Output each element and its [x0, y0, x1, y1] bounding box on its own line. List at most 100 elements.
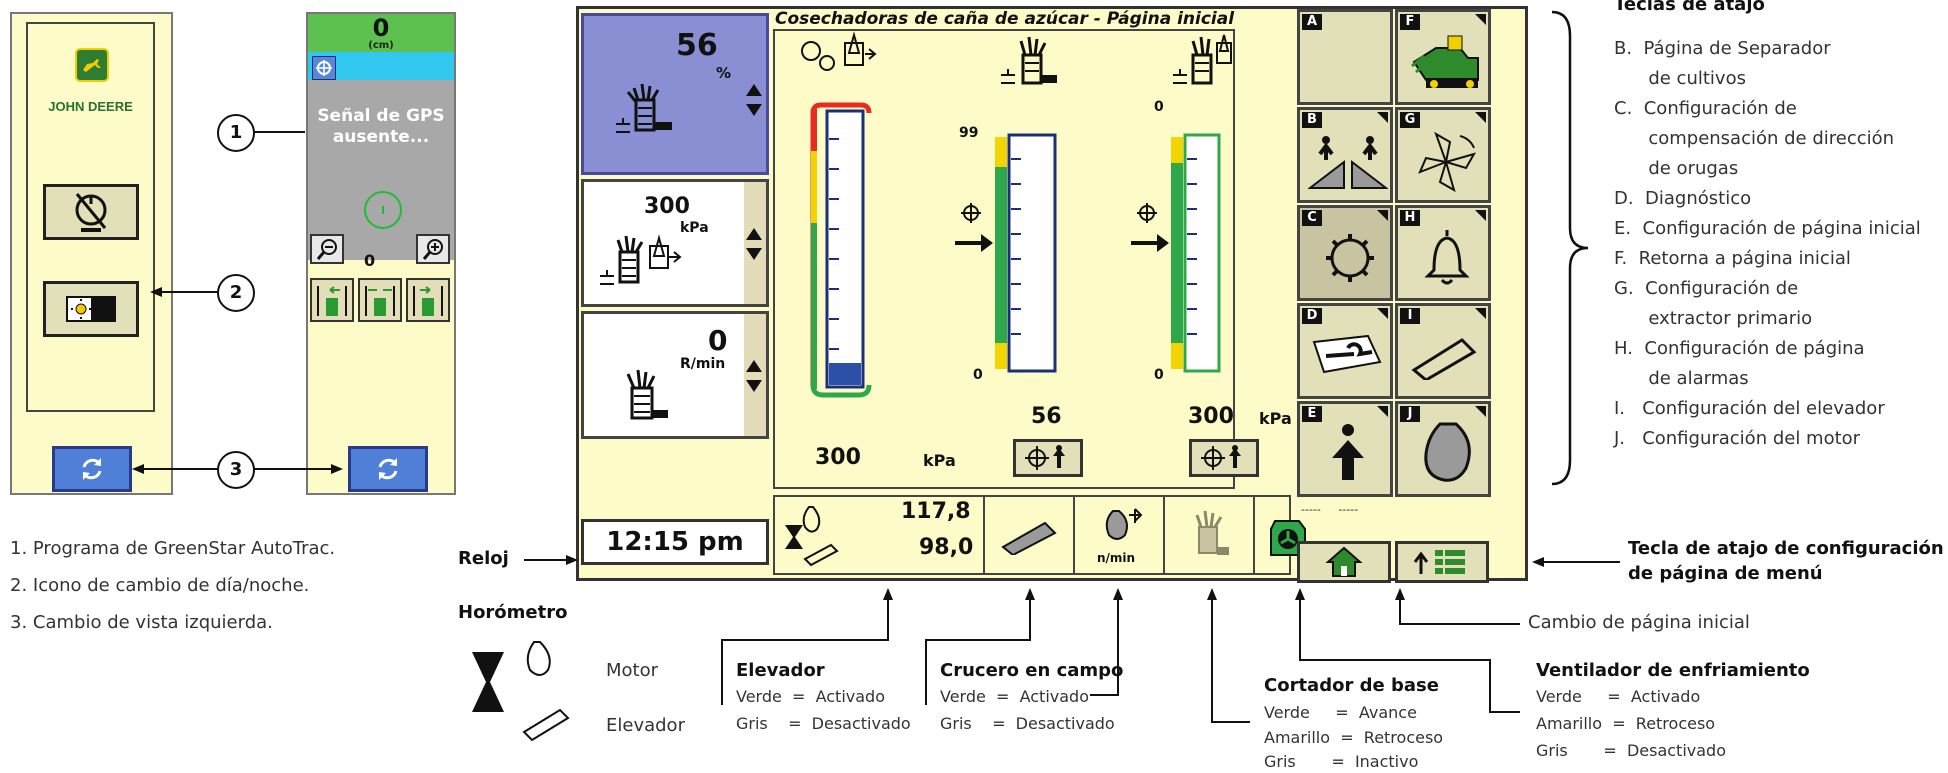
- engine-speed-icon: [1105, 508, 1143, 540]
- home-button[interactable]: [1297, 541, 1391, 583]
- zoom-out-icon: [316, 239, 337, 260]
- refresh-icon: [378, 458, 398, 480]
- gps-message-line1: Señal de GPS: [317, 106, 445, 126]
- callout-3: 3: [217, 451, 255, 489]
- cut-height-adjust[interactable]: [744, 80, 764, 120]
- roller-speed-box[interactable]: 0 R/min: [581, 311, 769, 439]
- motor-label: Motor: [606, 660, 659, 681]
- shortcut-item: de cultivos: [1614, 68, 1746, 89]
- roller-speed-unit: R/min: [680, 356, 726, 372]
- shortcut-item: F. Retorna a página inicial: [1614, 248, 1851, 269]
- scroll-strip: [744, 182, 766, 304]
- softkey-g[interactable]: G: [1395, 107, 1491, 203]
- roller-speed-value: 0: [708, 324, 728, 357]
- left-callout-lines: [132, 131, 343, 474]
- crop-divider-icon: [1308, 136, 1388, 189]
- zoom-in-button[interactable]: [416, 234, 450, 264]
- main-screen: Cosechadoras de caña de azúcar - Página …: [576, 6, 1528, 583]
- target-set-icon: [1025, 445, 1065, 470]
- softkey-i[interactable]: I: [1395, 303, 1491, 399]
- shortcut-item: compensación de dirección: [1614, 128, 1895, 149]
- engine-config-icon: [1424, 422, 1471, 482]
- base-cutter-status[interactable]: [1165, 495, 1255, 575]
- clock-label: Reloj: [458, 548, 509, 569]
- fan-callout-line3: Gris = Desactivado: [1536, 741, 1726, 760]
- elevator-callout-title: Elevador: [736, 660, 825, 681]
- autotrac-button[interactable]: [43, 184, 139, 240]
- softkey-h[interactable]: H: [1395, 205, 1491, 301]
- field-cruise-status[interactable]: n/min: [1075, 495, 1165, 575]
- elevator-config-icon: [1411, 338, 1477, 380]
- offset-value: 0: [372, 14, 390, 42]
- day-night-button[interactable]: [43, 281, 139, 337]
- status-dashes: ----- -----: [1301, 503, 1359, 516]
- deer-icon: [83, 59, 101, 72]
- clock[interactable]: 12:15 pm: [581, 519, 769, 565]
- menu-grid-icon: [1413, 550, 1465, 574]
- shortcut-item: G. Configuración de: [1614, 278, 1799, 299]
- day-night-icon: [66, 296, 116, 322]
- gps-panel: 0 (cm) Señal de GPS ausente... 0: [306, 12, 456, 495]
- home-change-label: Cambio de página inicial: [1528, 612, 1750, 633]
- cut-height-value: 56: [676, 28, 718, 63]
- shortcut-item: B. Página de Separador: [1614, 38, 1831, 59]
- softkey-j[interactable]: J: [1395, 401, 1491, 497]
- callout-2: 2: [217, 274, 255, 312]
- legend-item-1: 1. Programa de GreenStar AutoTrac.: [10, 538, 336, 559]
- john-deere-logo: [75, 48, 109, 82]
- shortcut-item: H. Configuración de página: [1614, 338, 1865, 359]
- gauge1-gears-icon: [801, 31, 877, 71]
- hourmeter: 117,8 98,0: [773, 495, 985, 575]
- base-cutter-pressure-box[interactable]: 300 kPa: [581, 179, 769, 307]
- page-title: Cosechadoras de caña de azúcar - Página …: [775, 9, 1235, 29]
- hourmeter-legend-icon: [472, 641, 570, 742]
- softkey-b[interactable]: B: [1297, 107, 1393, 203]
- zoom-in-icon: [422, 239, 443, 260]
- roller-crop-icon: [626, 369, 668, 420]
- menu-config-button[interactable]: [1395, 541, 1489, 583]
- gauge3-value: 300: [1188, 404, 1234, 429]
- elevator-callout-line2: Gris = Desactivado: [736, 714, 911, 733]
- fan-callout-title: Ventilador de enfriamiento: [1536, 660, 1810, 681]
- shift-right-button[interactable]: [406, 278, 450, 322]
- gauge3-set-button[interactable]: [1189, 439, 1259, 477]
- gps-settings-icon[interactable]: [312, 56, 336, 80]
- gauge3-min: 0: [1154, 367, 1164, 383]
- shift-left-button[interactable]: [310, 278, 354, 322]
- base-cutter-pressure-value: 300: [644, 194, 690, 219]
- gauge1-value: 300: [815, 445, 861, 470]
- softkey-f[interactable]: F: [1395, 9, 1491, 105]
- up-down-arrow-icon: [746, 228, 762, 260]
- base-cutter-pressure-unit: kPa: [680, 220, 709, 236]
- shift-left-icon: [317, 286, 347, 316]
- softkey-a[interactable]: A: [1297, 9, 1393, 105]
- cut-height-box[interactable]: 56 %: [581, 13, 769, 175]
- base-cutter-icon: [1195, 510, 1229, 555]
- track-gear-icon: [1326, 234, 1374, 282]
- shift-center-button[interactable]: [358, 278, 402, 322]
- base-cutter-adjust[interactable]: [744, 224, 764, 264]
- home-config-icon: [1332, 424, 1364, 480]
- base-cutter-pressure-icon: [600, 234, 682, 285]
- gps-view-switch-button[interactable]: [348, 446, 428, 492]
- roller-speed-adjust[interactable]: [744, 356, 764, 396]
- refresh-icon: [82, 458, 102, 480]
- legend-item-2: 2. Icono de cambio de día/noche.: [10, 575, 310, 596]
- offset-readout: 0 (cm): [308, 14, 454, 52]
- softkey-d[interactable]: D: [1297, 303, 1393, 399]
- rpm-label: n/min: [1097, 551, 1136, 565]
- gauges-graphic: [801, 31, 1232, 398]
- shortcut-item: J. Configuración del motor: [1614, 428, 1861, 449]
- hourmeter-label: Horómetro: [458, 602, 568, 623]
- left-view-switch-button[interactable]: [52, 446, 132, 492]
- zoom-out-button[interactable]: [310, 234, 344, 264]
- offset-unit: (cm): [368, 40, 394, 51]
- hourglass-engine-elevator-icon: [785, 506, 839, 567]
- elevator-status[interactable]: [987, 495, 1075, 575]
- gauge3-crop-pressure-icon: [1173, 34, 1232, 85]
- softkey-c[interactable]: C: [1297, 205, 1393, 301]
- shortcut-keys-list: B. Página de Separador de cultivos C. Co…: [1614, 34, 1921, 454]
- gauge2-set-button[interactable]: [1013, 439, 1083, 477]
- softkey-e[interactable]: E: [1297, 401, 1393, 497]
